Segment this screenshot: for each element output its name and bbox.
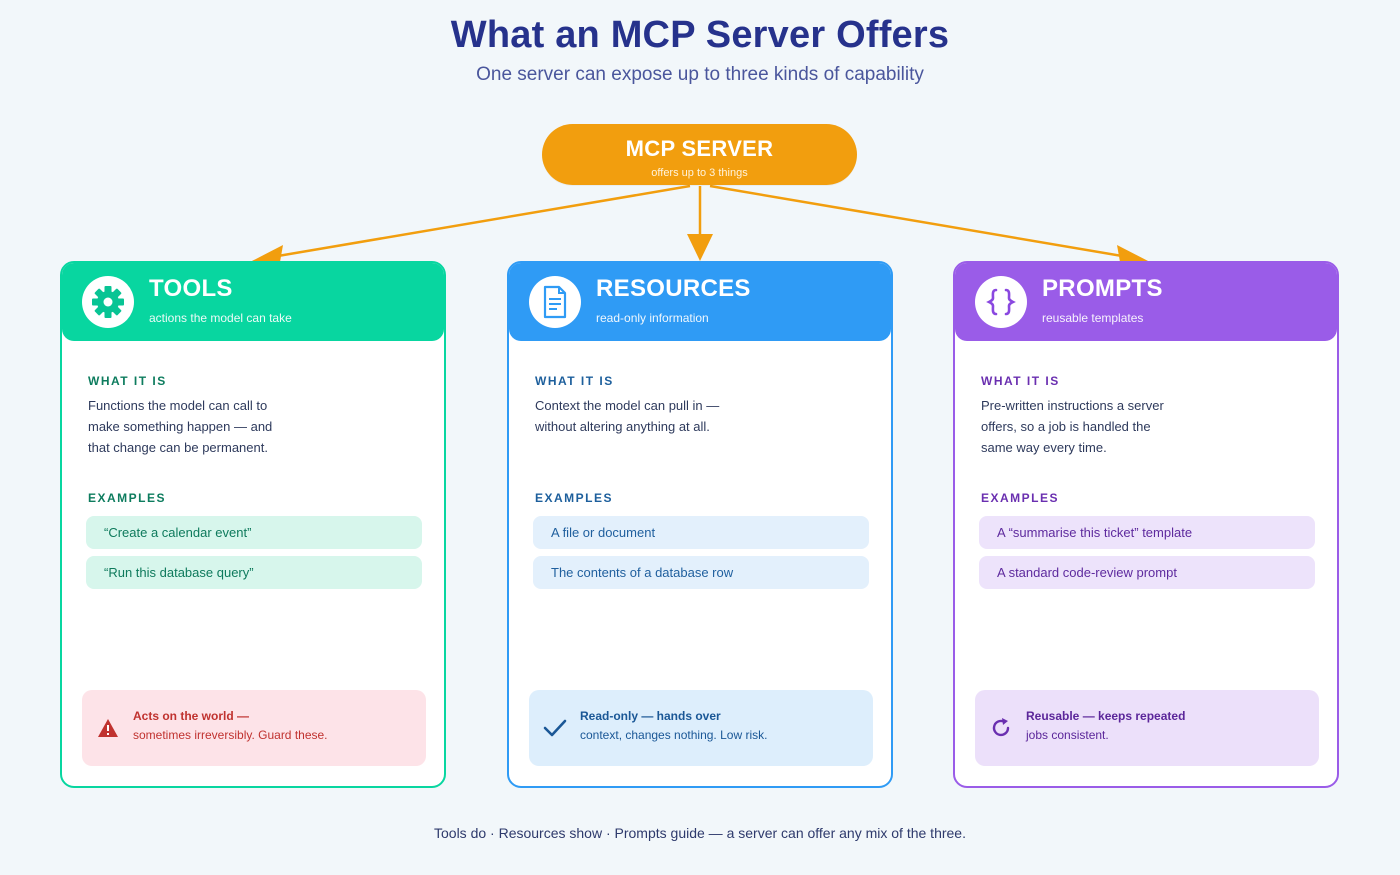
prompts-note-text: jobs consistent.	[1026, 728, 1109, 742]
resources-desc-line: Context the model can pull in —	[535, 398, 720, 413]
tools-note-text: sometimes irreversibly. Guard these.	[133, 728, 328, 742]
prompts-title: PROMPTS	[1042, 275, 1163, 302]
arrowhead-tools	[250, 245, 283, 262]
prompts-description: Pre-written instructions a server offers…	[981, 395, 1191, 458]
arrow-to-tools	[271, 184, 691, 259]
resources-example-item: The contents of a database row	[533, 556, 869, 589]
prompts-subtitle: reusable templates	[1042, 311, 1144, 325]
resources-example-item: A file or document	[533, 516, 869, 549]
arrow-to-prompts	[709, 184, 1129, 259]
checkmark-icon	[543, 716, 567, 740]
prompts-card-header: PROMPTS reusable templates	[955, 263, 1337, 341]
page-subtitle: One server can expose up to three kinds …	[476, 64, 924, 85]
prompts-example-item: A “summarise this ticket” template	[979, 516, 1315, 549]
resources-card: RESOURCES read-only information WHAT IT …	[507, 261, 893, 788]
tools-description: Functions the model can call to make som…	[88, 395, 298, 458]
tools-desc-line: Functions the model can call to	[88, 398, 268, 413]
resources-card-header: RESOURCES read-only information	[509, 263, 891, 341]
mcp-server-node: MCP SERVER offers up to 3 things	[542, 124, 857, 185]
prompts-examples-label: EXAMPLES	[981, 491, 1060, 505]
resources-note: Read-only — hands over context, changes …	[529, 690, 873, 766]
tools-title: TOOLS	[149, 275, 233, 302]
resources-description: Context the model can pull in — without …	[535, 395, 745, 437]
tools-example-item: “Create a calendar event”	[86, 516, 422, 549]
tools-desc-line: that change can be permanent.	[88, 440, 268, 455]
tools-subtitle: actions the model can take	[149, 311, 292, 325]
tools-desc-line: make something happen — and	[88, 419, 273, 434]
resources-examples-label: EXAMPLES	[535, 491, 614, 505]
gear-icon	[82, 276, 134, 328]
arrowhead-resources	[687, 234, 713, 261]
resources-note-heading: Read-only — hands over	[580, 709, 721, 723]
resources-title: RESOURCES	[596, 275, 751, 302]
tools-note: Acts on the world — sometimes irreversib…	[82, 690, 426, 766]
tools-examples-label: EXAMPLES	[88, 491, 167, 505]
resources-note-text: context, changes nothing. Low risk.	[580, 728, 768, 742]
footer-caption: Tools do · Resources show · Prompts guid…	[434, 825, 966, 841]
tools-example-item: “Run this database query”	[86, 556, 422, 589]
prompts-note: Reusable — keeps repeated jobs consisten…	[975, 690, 1319, 766]
resources-desc-line: without altering anything at all.	[535, 419, 710, 434]
resources-subtitle: read-only information	[596, 311, 709, 325]
prompts-desc-line: Pre-written instructions a server	[981, 398, 1164, 413]
page-title: What an MCP Server Offers	[450, 14, 950, 56]
resources-what-label: WHAT IT IS	[535, 374, 614, 388]
tools-card-header: TOOLS actions the model can take	[62, 263, 444, 341]
prompts-card: PROMPTS reusable templates WHAT IT IS Pr…	[953, 261, 1339, 788]
warning-icon	[96, 716, 120, 740]
braces-icon	[975, 276, 1027, 328]
prompts-desc-line: same way every time.	[981, 440, 1107, 455]
document-icon	[529, 276, 581, 328]
arrowhead-prompts	[1117, 245, 1150, 262]
server-title: MCP SERVER	[625, 136, 774, 161]
tools-card: TOOLS actions the model can take WHAT IT…	[60, 261, 446, 788]
prompts-example-item: A standard code-review prompt	[979, 556, 1315, 589]
tools-note-heading: Acts on the world —	[133, 709, 250, 723]
prompts-note-heading: Reusable — keeps repeated	[1026, 709, 1186, 723]
refresh-icon	[989, 716, 1013, 740]
prompts-what-label: WHAT IT IS	[981, 374, 1060, 388]
server-subtitle: offers up to 3 things	[651, 167, 748, 179]
prompts-desc-line: offers, so a job is handled the	[981, 419, 1151, 434]
tools-what-label: WHAT IT IS	[88, 374, 167, 388]
